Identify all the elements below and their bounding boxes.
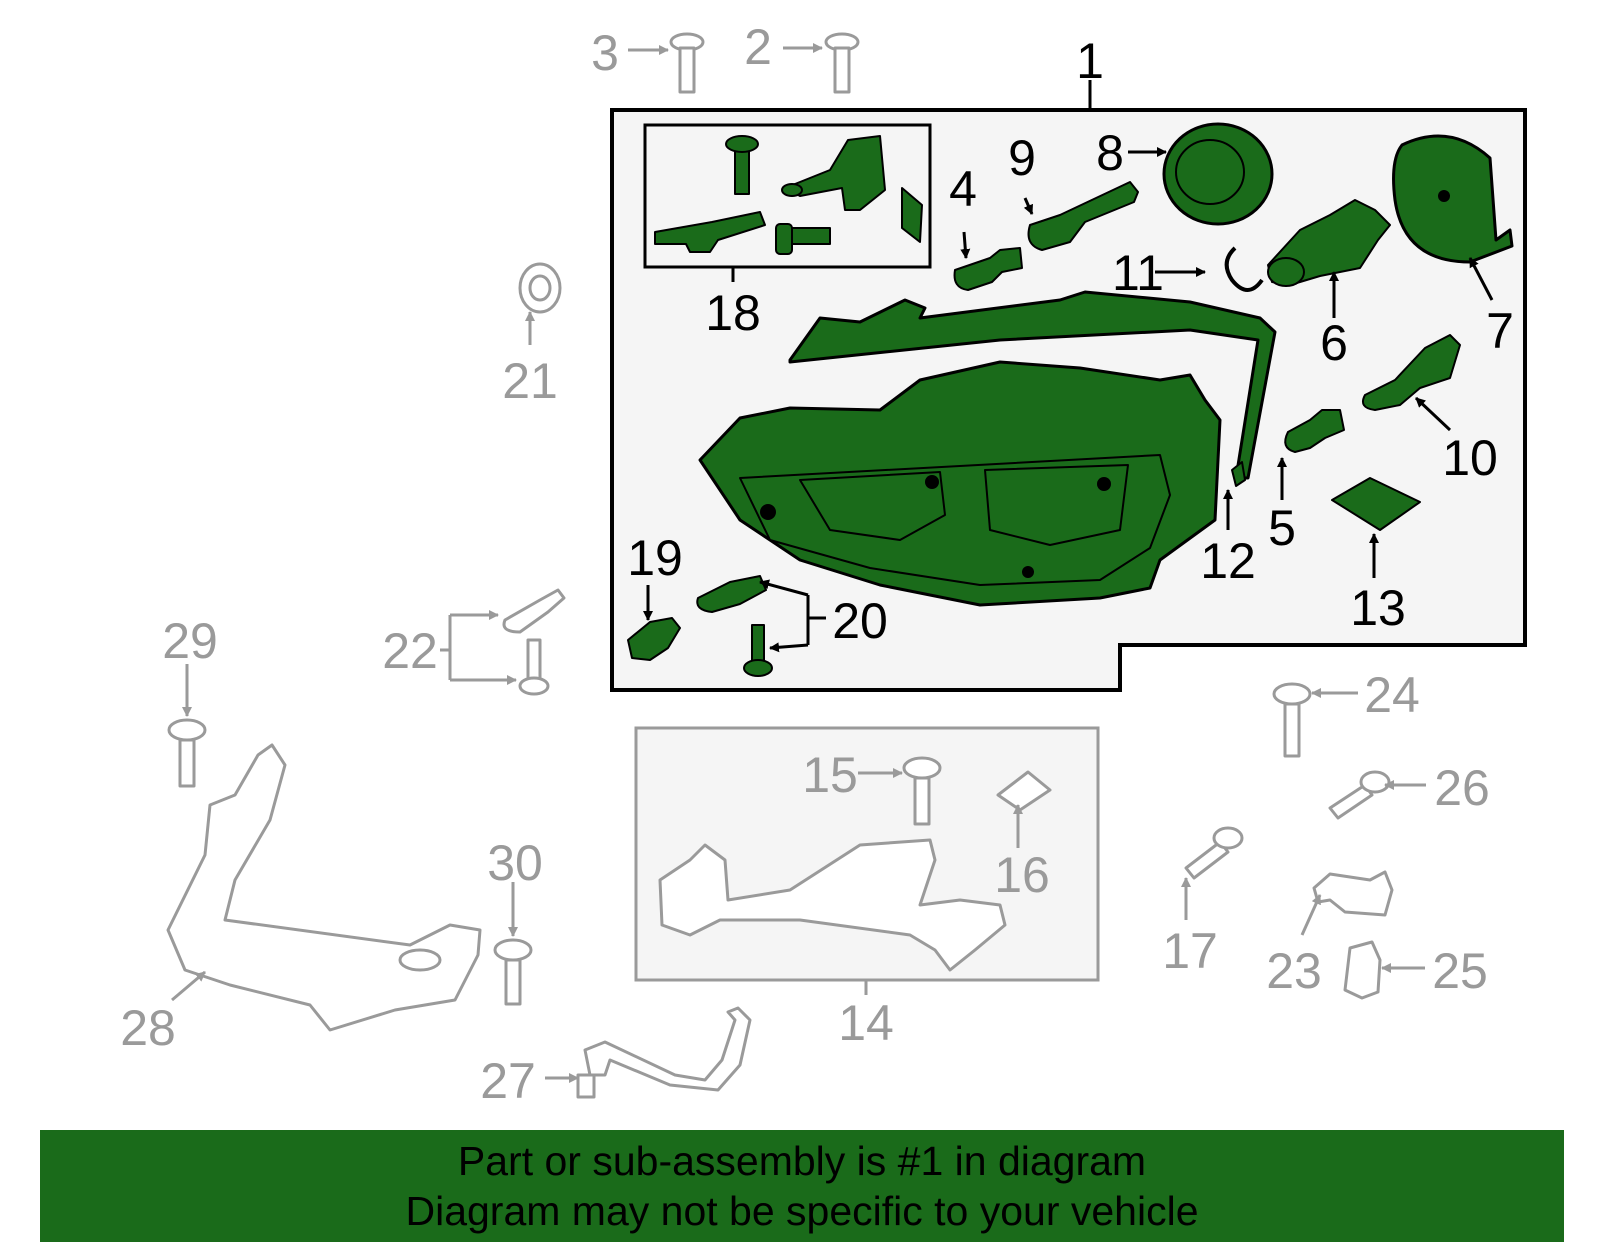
- callout-16: 16: [994, 847, 1050, 903]
- callout-29: 29: [162, 613, 218, 669]
- bolt-30: [493, 938, 533, 1006]
- arrow-9: [1023, 197, 1034, 215]
- part-20-parts: [696, 575, 773, 677]
- hose-27: [583, 1006, 752, 1092]
- footer-line-1: Part or sub-assembly is #1 in diagram: [457, 1138, 1147, 1184]
- bolt-3: [669, 32, 705, 94]
- part-strip: [788, 290, 1277, 480]
- arrow-22-bracket: [440, 615, 452, 680]
- bracket-14: [658, 838, 1007, 972]
- callout-19: 19: [627, 530, 683, 586]
- callout-1: 1: [1076, 33, 1104, 89]
- arrow-4: [960, 231, 971, 259]
- callout-4: 4: [949, 161, 977, 217]
- callout-10: 10: [1442, 430, 1498, 486]
- part-22: [502, 588, 566, 696]
- bolt-17: [1184, 826, 1244, 880]
- callout-8: 8: [1096, 125, 1124, 181]
- arrow-10: [1414, 396, 1452, 432]
- callout-6: 6: [1320, 315, 1348, 371]
- bolt-24: [1272, 682, 1312, 758]
- part-19-part: [627, 617, 681, 661]
- bolt-15: [902, 756, 942, 826]
- nut-16: [996, 770, 1052, 812]
- arrow-23: [1300, 894, 1322, 936]
- callout-17: 17: [1162, 923, 1218, 979]
- part-11-clip: [1224, 246, 1264, 292]
- callout-9: 9: [1008, 130, 1036, 186]
- kit-18-parts: [654, 135, 923, 255]
- callout-12: 12: [1200, 533, 1256, 589]
- callout-11: 11: [1112, 245, 1164, 301]
- callout-27: 27: [480, 1053, 536, 1109]
- callout-20: 20: [832, 593, 888, 649]
- bracket-23: [1312, 870, 1394, 917]
- bracket-28: [166, 743, 482, 1032]
- part-7-cover: [1392, 134, 1514, 264]
- arrow-20a: [759, 579, 809, 597]
- arrow-20-bracket: [806, 595, 826, 645]
- part-4-bulb: [953, 247, 1023, 291]
- callout-23: 23: [1266, 943, 1322, 999]
- callout-26: 26: [1434, 760, 1490, 816]
- part-12-clip: [1231, 461, 1246, 487]
- callout-2: 2: [744, 19, 772, 75]
- bracket-28-hole: [398, 948, 442, 972]
- arrow-20b: [769, 642, 809, 653]
- arrow-7: [1468, 257, 1494, 301]
- callout-5: 5: [1268, 500, 1296, 556]
- callout-15: 15: [802, 747, 858, 803]
- callout-14: 14: [838, 995, 894, 1051]
- callout-3: 3: [591, 25, 619, 81]
- bolt-2: [824, 32, 860, 94]
- part-10-socket: [1362, 334, 1461, 411]
- callout-22: 22: [382, 623, 438, 679]
- part-6-bulb: [1267, 199, 1391, 287]
- callout-24: 24: [1364, 667, 1420, 723]
- part-8-cap: [1162, 122, 1274, 226]
- callout-25: 25: [1432, 943, 1488, 999]
- footer-banner: Part or sub-assembly is #1 in diagram Di…: [40, 1130, 1564, 1242]
- callout-7: 7: [1486, 303, 1514, 359]
- bolt-26: [1328, 770, 1391, 820]
- bolt-29: [167, 718, 207, 788]
- callout-13: 13: [1350, 580, 1406, 636]
- grommet-21: [518, 262, 562, 314]
- part-1-headlamp: [698, 360, 1222, 607]
- callout-28: 28: [120, 1000, 176, 1056]
- parts-diagram: 1 2 3 4 5 6 7 8 9 10 11 12 13 14 15 16 1…: [120, 19, 1527, 1109]
- callout-18: 18: [705, 285, 761, 341]
- callout-21: 21: [502, 353, 558, 409]
- part-13-label: [1331, 477, 1421, 531]
- arrow-28: [171, 970, 206, 1002]
- footer-line-2: Diagram may not be specific to your vehi…: [405, 1188, 1199, 1234]
- hose-27-end: [576, 1073, 596, 1099]
- part-5-bulb: [1284, 409, 1345, 453]
- part-9-socket: [1027, 181, 1139, 251]
- callout-30: 30: [487, 835, 543, 891]
- clip-25: [1343, 940, 1382, 1000]
